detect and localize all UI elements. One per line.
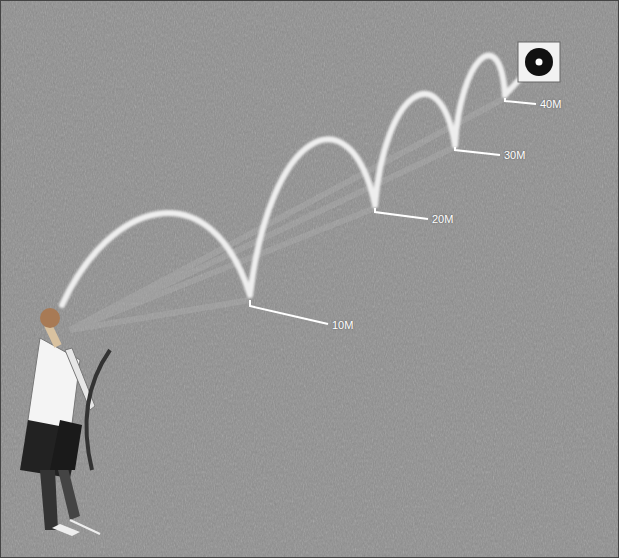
target-board — [518, 42, 560, 82]
flight-arc — [62, 213, 250, 305]
distance-label: 40M — [538, 98, 563, 110]
archer-leg — [40, 470, 58, 530]
archer-figure — [20, 308, 110, 536]
shadow-line — [70, 208, 375, 330]
archer-neck — [48, 325, 58, 346]
shadow-line — [70, 98, 505, 330]
distance-label: 10M — [330, 319, 355, 331]
flight-arc — [250, 139, 375, 295]
distance-marker — [505, 98, 536, 104]
archer-foot-line — [70, 520, 100, 534]
distance-marker — [250, 300, 328, 324]
target-center — [536, 59, 543, 66]
distance-label: 30M — [502, 149, 527, 161]
flight-arc — [375, 94, 455, 205]
distance-label: 20M — [430, 213, 455, 225]
flight-arcs — [62, 55, 530, 305]
target — [518, 42, 560, 82]
flight-arc — [455, 55, 505, 145]
shadow-fan — [70, 98, 505, 330]
distance-marker — [375, 208, 428, 219]
target-ring — [525, 48, 553, 76]
distance-marker — [455, 147, 500, 155]
archer-head — [40, 308, 60, 328]
bow — [86, 350, 110, 470]
archer-leg — [58, 468, 80, 520]
distance-markers — [250, 98, 536, 324]
quiver — [50, 420, 82, 470]
archer-foot — [52, 524, 80, 536]
